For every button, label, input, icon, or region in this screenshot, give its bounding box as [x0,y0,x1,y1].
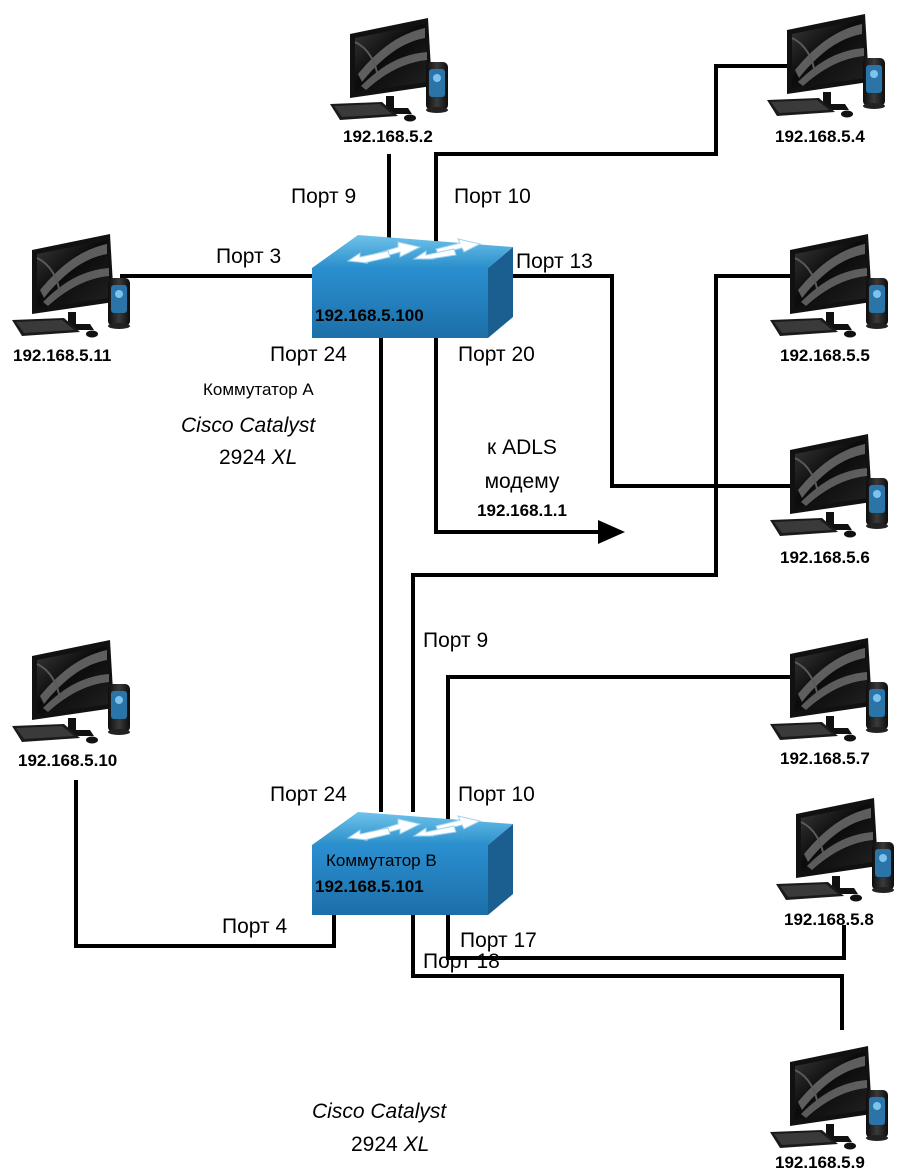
port-label-a-3: Порт 3 [216,245,281,268]
computer-192-168-5-7: 192.168.5.7 [769,637,889,768]
port-label-a-20: Порт 20 [458,343,535,366]
wire-b-port10 [446,675,808,812]
computer-ip-label: 192.168.5.2 [343,127,433,146]
wire-a-port10 [434,64,808,250]
computer-ip-label: 192.168.5.4 [775,127,865,146]
computer-ip-label: 192.168.5.6 [780,548,870,567]
computer-192-168-5-10: 192.168.5.10 [11,639,131,770]
wire-a-port20 [434,338,600,534]
computer-ip-label: 192.168.5.8 [784,910,874,929]
port-label-a-24: Порт 24 [270,343,347,366]
switch-b-caption: Коммутатор В Cisco Catalyst 2924 XL [312,851,447,1156]
port-labels: Порт 9 Порт 10 Порт 3 Порт 13 Порт 24 По… [216,185,593,973]
switch-a-ip: 192.168.5.100 [315,306,424,325]
port-label-a-10: Порт 10 [454,185,531,208]
computer-192-168-5-4: 192.168.5.4 [766,13,886,146]
switch-b: 192.168.5.101 [311,811,514,916]
switch-a: 192.168.5.100 [311,234,514,339]
modem-arrow-head [598,520,625,544]
switch-a-title: Коммутатор А [203,380,314,399]
switch-b-model-name: Cisco Catalyst [312,1100,447,1123]
computer-ip-label: 192.168.5.5 [780,346,870,365]
modem-label: к ADLS модему 192.168.1.1 [477,436,567,520]
computer-192-168-5-2: 192.168.5.2 [329,17,449,146]
wire-b-port18 [411,898,844,1030]
wire-b-port4 [74,780,336,948]
computer-192-168-5-8: 192.168.5.8 [775,797,895,929]
computer-192-168-5-5: 192.168.5.5 [769,233,889,365]
switch-a-model-name: Cisco Catalyst [181,414,316,437]
computer-ip-label: 192.168.5.10 [18,751,117,770]
wire-a-port13 [512,274,808,488]
wire-b-port9 [411,274,808,812]
switch-a-model-number: 2924 XL [219,446,297,469]
computer-192-168-5-11: 192.168.5.11 [11,233,131,365]
modem-label-line2: модему [485,470,560,493]
switch-b-ip: 192.168.5.101 [315,877,424,896]
wires [74,64,846,1030]
port-label-b-4: Порт 4 [222,915,287,938]
computer-ip-label: 192.168.5.9 [775,1153,865,1172]
port-label-a-13: Порт 13 [516,250,593,273]
port-label-b-18: Порт 18 [423,950,500,973]
computer-192-168-5-9: 192.168.5.9 [769,1045,889,1172]
switch-b-model-number: 2924 XL [351,1133,429,1156]
modem-label-line1: к ADLS [487,436,557,459]
port-label-b-9: Порт 9 [423,629,488,652]
computer-ip-label: 192.168.5.7 [780,749,870,768]
switch-b-title: Коммутатор В [326,851,437,870]
port-label-b-24: Порт 24 [270,783,347,806]
computer-192-168-5-6: 192.168.5.6 [769,433,889,567]
port-label-b-17: Порт 17 [460,929,537,952]
modem-ip: 192.168.1.1 [477,501,567,520]
switch-a-caption: Коммутатор А Cisco Catalyst 2924 XL [181,380,316,469]
computer-ip-label: 192.168.5.11 [13,346,111,365]
port-label-a-9: Порт 9 [291,185,356,208]
port-label-b-10: Порт 10 [458,783,535,806]
